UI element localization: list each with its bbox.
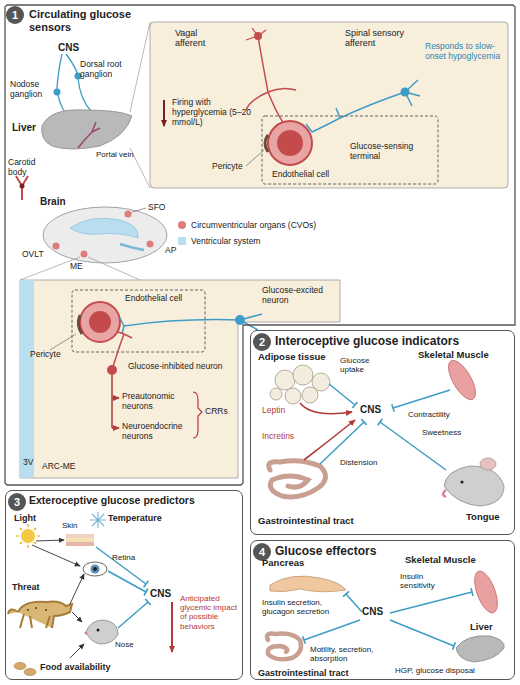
text-label: CNS (362, 606, 383, 618)
text-label: HGP, glucose disposal (395, 666, 475, 675)
text-label: Portal vein (96, 150, 136, 159)
text-label: Endothelial cell (125, 294, 182, 304)
text-label: Glucose-inhibited neuron (128, 362, 223, 372)
text-label: ME (70, 262, 83, 272)
panel-number: 3 (8, 493, 26, 511)
text-label: Glucose-excited neuron (262, 286, 336, 306)
text-label: Glucose-sensing terminal (350, 142, 430, 162)
text-label: Liver (470, 622, 493, 633)
text-label: Skin (62, 521, 78, 530)
text-label: AP (165, 246, 176, 256)
text-label: Threat (12, 582, 40, 592)
text-label: Insulin sensitivity (400, 572, 460, 590)
text-label: CRRs (205, 407, 228, 417)
legend-entry: Circumventricular organs (CVOs) (178, 220, 316, 230)
text-label: Gastrointestinal tract (258, 668, 349, 678)
text-label: 3V (23, 458, 33, 468)
legend-text: Ventricular system (191, 236, 260, 246)
text-label: SFO (148, 203, 165, 213)
panel-number: 1 (6, 6, 24, 24)
panel-outline (5, 5, 515, 485)
panel-title: Interoceptive glucose indicators (275, 334, 505, 348)
text-label: Insulin secretion, glucagon secretion (262, 598, 344, 616)
text-label: Glucose uptake (340, 356, 385, 374)
text-label: Temperature (108, 513, 162, 523)
text-label: Pericyte (30, 350, 61, 360)
text-label: Neuroendocrine neurons (122, 422, 192, 442)
text-label: Adipose tissue (258, 352, 326, 363)
text-label: Firing with hyperglycemia (5–20 mmol/L) (172, 98, 254, 127)
text-label: Sweetness (422, 428, 461, 437)
text-label: Anticipated glycemic impact of possible … (180, 594, 238, 631)
text-label: ARC-ME (42, 462, 76, 472)
text-label: Retina (112, 553, 135, 562)
legend-swatch (178, 221, 186, 229)
text-label: Pancreas (262, 558, 304, 569)
text-label: Food availability (40, 662, 111, 672)
panel-title: Circulating glucose sensors (29, 8, 147, 34)
text-label: Carotid body (8, 158, 53, 178)
callout-number: 1 (12, 10, 18, 21)
panel-title: Exteroceptive glucose predictors (29, 494, 241, 507)
text-label: Gastrointestinal tract (258, 516, 354, 527)
text-label: Incretins (262, 432, 294, 442)
text-label: Motility, secretion, absorption (310, 645, 390, 663)
text-label: CNS (360, 404, 381, 416)
text-label: CNS (58, 42, 79, 54)
text-label: Pericyte (212, 162, 243, 172)
text-label: Spinal sensory afferent (345, 28, 405, 49)
text-label: CNS (150, 588, 171, 600)
callout-number: 4 (259, 547, 265, 558)
text-label: Skeletal Muscle (418, 350, 489, 361)
legend-text: Circumventricular organs (CVOs) (191, 220, 316, 230)
text-label: Liver (12, 122, 36, 134)
text-label: Tongue (466, 512, 500, 523)
text-label: Nodose ganglion (10, 80, 54, 100)
text-label: Responds to slow-onset hypoglycemia (425, 42, 505, 62)
text-label: Endothelial cell (272, 170, 329, 180)
text-label: Leptin (262, 406, 285, 416)
text-label: Brain (40, 196, 66, 208)
legend-swatch (178, 237, 186, 245)
panel-number: 2 (253, 333, 271, 351)
legend-entry: Ventricular system (178, 236, 260, 246)
text-label: Nose (115, 640, 134, 649)
text-label: Contractility (408, 410, 450, 419)
text-label: Distension (340, 458, 377, 467)
text-label: Light (14, 513, 36, 523)
text-label: OVLT (22, 250, 44, 260)
text-label: Preautonomic neurons (122, 392, 192, 412)
callout-number: 2 (259, 337, 265, 348)
text-label: Dorsal root ganglion (80, 60, 135, 80)
callout-number: 3 (14, 497, 20, 508)
text-label: Vagal afferent (175, 28, 225, 49)
text-label: Skeletal Muscle (405, 555, 476, 566)
